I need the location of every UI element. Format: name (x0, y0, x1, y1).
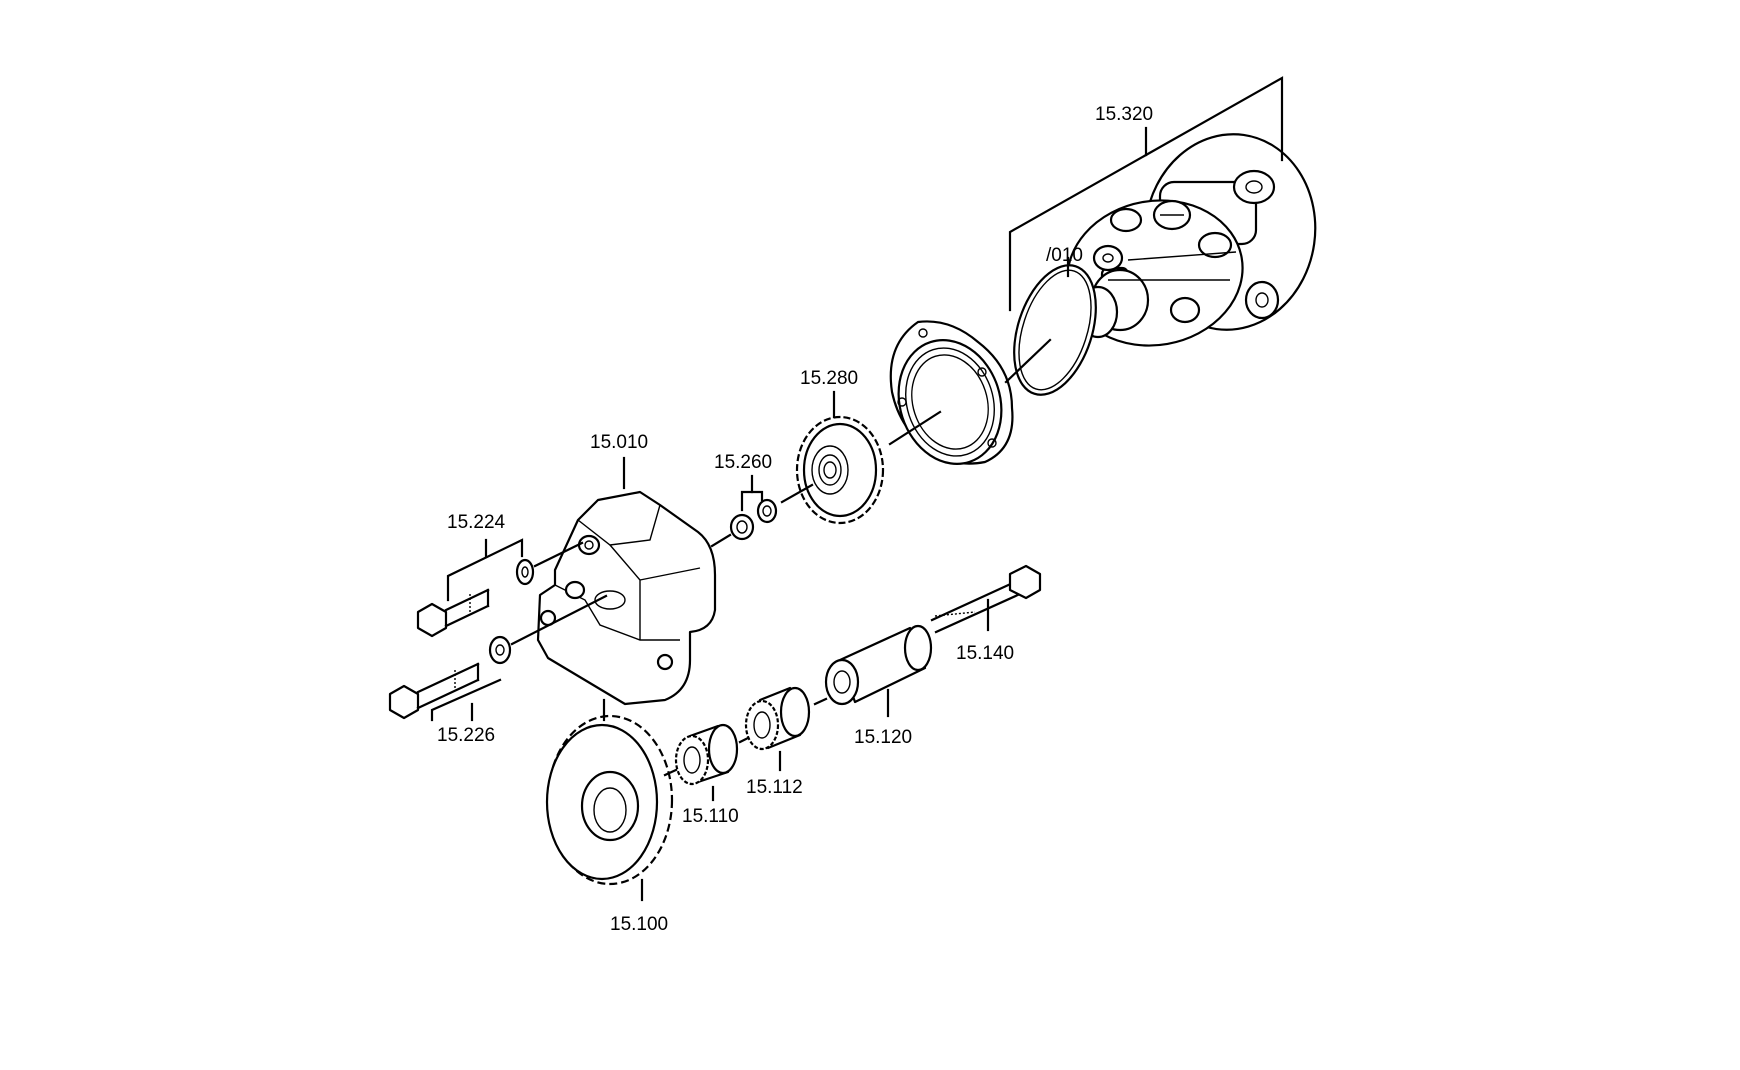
label-15-226: 15.226 (437, 725, 495, 746)
sleeve-15-120 (824, 624, 933, 706)
gear-15-280 (795, 415, 885, 525)
bearing-15-112 (744, 686, 811, 751)
bolt-15-226 (388, 635, 512, 720)
label-15-140: 15.140 (956, 643, 1014, 664)
label-15-010: 15.010 (590, 432, 648, 453)
label-15-112: 15.112 (746, 777, 803, 798)
flange-plate (889, 320, 1014, 465)
bolt-15-140 (930, 564, 1042, 634)
label-15-120: 15.120 (854, 727, 912, 748)
bearing-15-110 (674, 723, 739, 786)
label-15-224: 15.224 (447, 512, 506, 533)
housing-15-010 (536, 490, 717, 706)
gear-15-100 (545, 714, 674, 886)
bolt-15-224 (416, 558, 535, 638)
label-15-110: 15.110 (682, 806, 739, 827)
label-15-260: 15.260 (714, 452, 772, 473)
label-15-100: 15.100 (610, 914, 668, 935)
leader-lines (430, 76, 1284, 902)
label-15-280: 15.280 (800, 368, 858, 389)
nut-washer-15-260 (729, 498, 778, 541)
label-15-320: 15.320 (1095, 104, 1153, 125)
pump-assembly-15-320 (1056, 133, 1317, 347)
label-010: /010 (1046, 245, 1083, 266)
